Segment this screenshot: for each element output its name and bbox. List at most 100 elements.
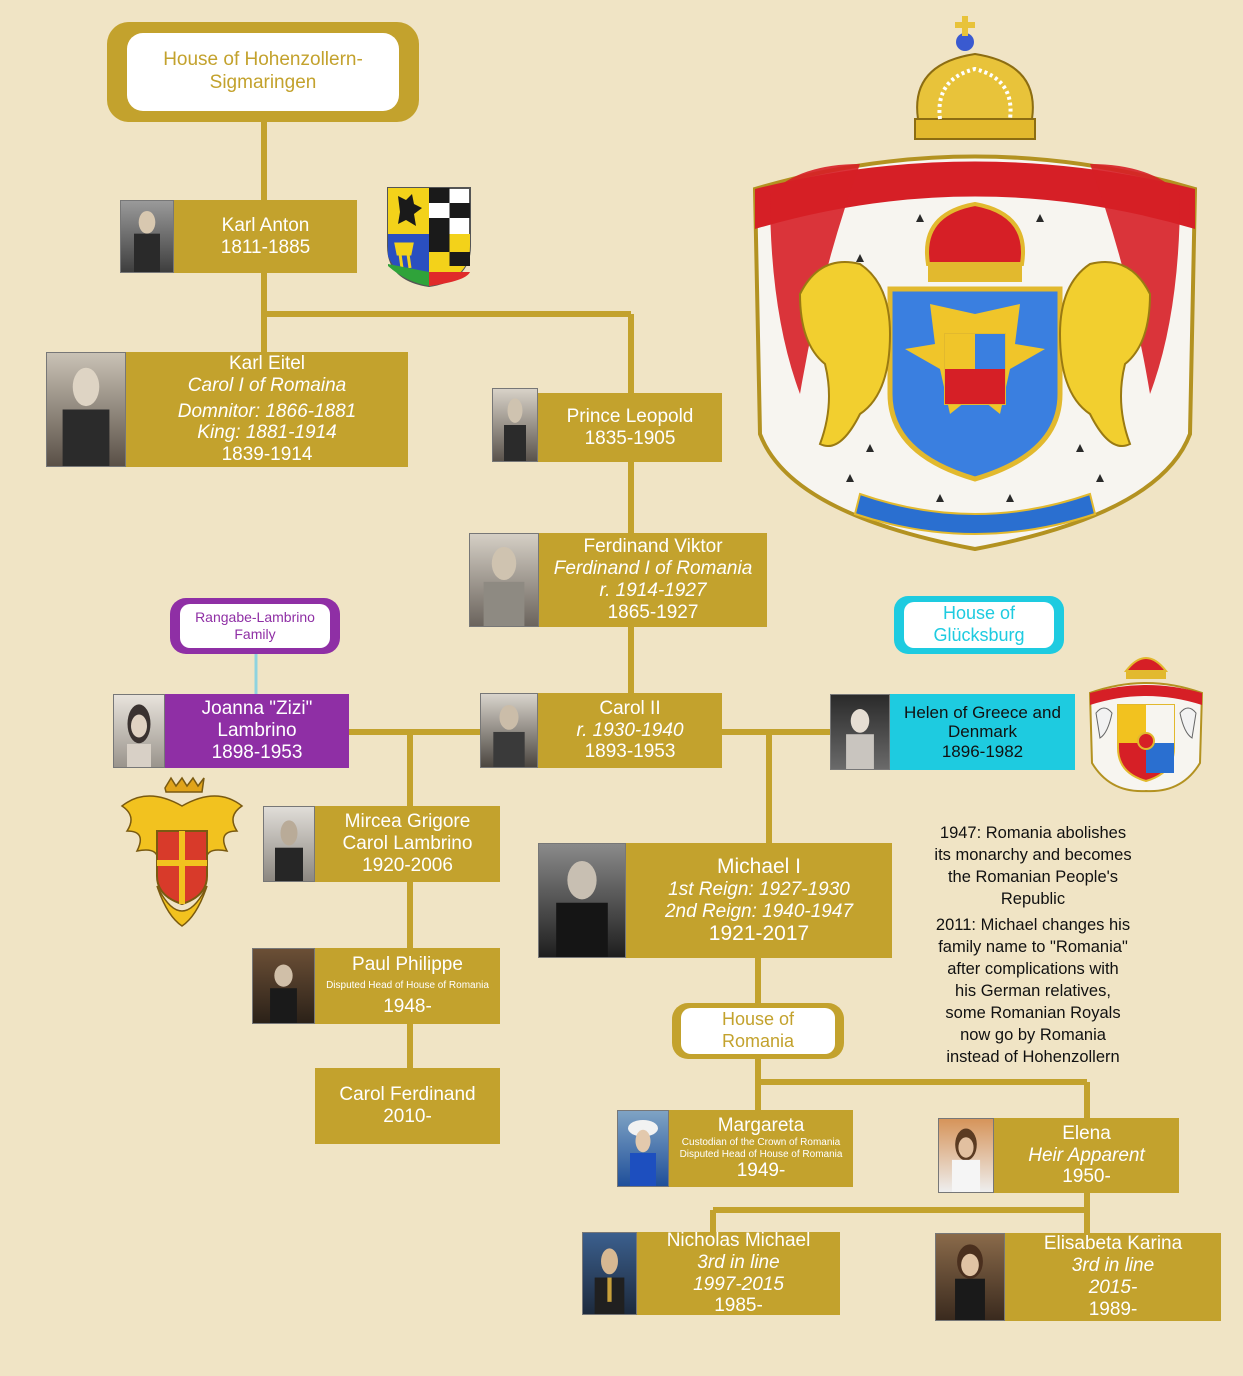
helen-name2: Denmark bbox=[948, 722, 1017, 742]
leopold-card: Prince Leopold 1835-1905 bbox=[538, 393, 722, 462]
leopold-years: 1835-1905 bbox=[584, 427, 676, 449]
ferdinand-years: 1865-1927 bbox=[607, 601, 699, 623]
zizi-portrait bbox=[113, 694, 165, 768]
michael-portrait bbox=[538, 843, 626, 958]
elena-name: Elena bbox=[1062, 1122, 1111, 1144]
note-2011-line: now go by Romania bbox=[960, 1026, 1106, 1044]
zizi-card: Joanna "Zizi" Lambrino 1898-1953 bbox=[165, 694, 349, 768]
note-2011-line: after complications with bbox=[947, 960, 1119, 978]
house-romania-line2: Romania bbox=[721, 1031, 795, 1051]
mircea-card: Mircea Grigore Carol Lambrino 1920-2006 bbox=[315, 806, 500, 882]
elisabeta-card: Elisabeta Karina 3rd in line 2015- 1989- bbox=[1005, 1233, 1221, 1321]
helen-card: Helen of Greece and Denmark 1896-1982 bbox=[890, 694, 1075, 770]
karl-eitel-name: Karl Eitel bbox=[228, 352, 306, 374]
margareta-card: Margareta Custodian of the Crown of Roma… bbox=[669, 1110, 853, 1187]
margareta-note2: Disputed Head of House of Romania bbox=[679, 1148, 843, 1160]
nicholas-title: 3rd in line bbox=[697, 1251, 780, 1273]
karl-eitel-role2: King: 1881-1914 bbox=[197, 422, 337, 444]
zizi-name2: Lambrino bbox=[217, 720, 297, 742]
michael-card: Michael I 1st Reign: 1927-1930 2nd Reign… bbox=[626, 843, 892, 958]
house-romania-line1: House of bbox=[721, 1009, 795, 1030]
ferdinand-title: Ferdinand I of Romania bbox=[553, 558, 753, 580]
margareta-name: Margareta bbox=[717, 1115, 805, 1137]
michael-name: Michael I bbox=[716, 854, 802, 878]
carol2-name: Carol II bbox=[599, 697, 661, 719]
karl-eitel-title: Carol I of Romaina bbox=[187, 374, 347, 396]
mircea-portrait bbox=[263, 806, 315, 882]
note-2011-line: instead of Hohenzollern bbox=[946, 1048, 1120, 1066]
house-lambrino-line1: Rangabe-Lambrino bbox=[195, 609, 315, 626]
hohenzollern-arms-icon bbox=[387, 187, 471, 288]
nicholas-range: 1997-2015 bbox=[693, 1273, 784, 1295]
helen-years: 1896-1982 bbox=[941, 741, 1024, 761]
elisabeta-title: 3rd in line bbox=[1071, 1255, 1155, 1277]
nicholas-portrait bbox=[582, 1232, 637, 1315]
leopold-portrait bbox=[492, 388, 538, 462]
elisabeta-portrait bbox=[935, 1233, 1005, 1321]
note-1947: 1947: Romania abolishes its monarchy and… bbox=[922, 822, 1144, 910]
house-hohenzollern-line2: Sigmaringen bbox=[209, 72, 317, 93]
michael-reign2: 2nd Reign: 1940-1947 bbox=[664, 900, 854, 922]
elena-card: Elena Heir Apparent 1950- bbox=[994, 1118, 1179, 1193]
note-2011-line: his German relatives, bbox=[955, 982, 1111, 1000]
karl-anton-portrait bbox=[120, 200, 174, 273]
karl-eitel-card: Karl Eitel Carol I of Romaina Domnitor: … bbox=[126, 352, 408, 467]
helen-portrait bbox=[830, 694, 890, 770]
house-romania: House of Romania bbox=[672, 1003, 844, 1059]
helen-name1: Helen of Greece and bbox=[904, 702, 1061, 722]
michael-years: 1921-2017 bbox=[708, 922, 810, 946]
house-hohenzollern: House of Hohenzollern- Sigmaringen bbox=[107, 22, 419, 122]
note-2011-line: some Romanian Royals bbox=[945, 1004, 1121, 1022]
carol-ferdinand-card: Carol Ferdinand 2010- bbox=[315, 1068, 500, 1144]
paul-name: Paul Philippe bbox=[352, 954, 463, 976]
karl-eitel-portrait bbox=[46, 352, 126, 467]
carol-ferdinand-name: Carol Ferdinand bbox=[339, 1084, 476, 1106]
mircea-name2: Carol Lambrino bbox=[342, 833, 473, 855]
note-1947-line: Republic bbox=[1000, 890, 1066, 908]
zizi-name1: Joanna "Zizi" bbox=[201, 698, 313, 720]
ferdinand-portrait bbox=[469, 533, 539, 627]
margareta-note1: Custodian of the Crown of Romania bbox=[681, 1137, 841, 1148]
ferdinand-card: Ferdinand Viktor Ferdinand I of Romania … bbox=[539, 533, 767, 627]
elisabeta-years: 1989- bbox=[1088, 1298, 1138, 1320]
karl-eitel-years: 1839-1914 bbox=[221, 444, 313, 466]
nicholas-years: 1985- bbox=[714, 1295, 763, 1317]
house-glucksburg-line2: Glücksburg bbox=[933, 625, 1025, 645]
carol-ferdinand-years: 2010- bbox=[383, 1106, 432, 1127]
paul-portrait bbox=[252, 948, 315, 1024]
leopold-name: Prince Leopold bbox=[566, 405, 694, 427]
house-hohenzollern-line1: House of Hohenzollern- bbox=[163, 49, 363, 71]
michael-reign1: 1st Reign: 1927-1930 bbox=[668, 878, 850, 900]
nicholas-card: Nicholas Michael 3rd in line 1997-2015 1… bbox=[637, 1229, 840, 1317]
house-glucksburg: House of Glücksburg bbox=[894, 596, 1064, 654]
elisabeta-range: 2015- bbox=[1088, 1277, 1138, 1298]
paul-note: Disputed Head of House of Romania bbox=[326, 980, 489, 992]
note-2011-line: 2011: Michael changes his bbox=[935, 916, 1131, 934]
note-1947-line: 1947: Romania abolishes bbox=[939, 824, 1127, 842]
paul-years: 1948- bbox=[383, 995, 432, 1017]
mircea-years: 1920-2006 bbox=[362, 854, 453, 876]
elena-portrait bbox=[938, 1118, 994, 1193]
nicholas-name: Nicholas Michael bbox=[666, 1229, 811, 1251]
lambrino-eagle-arms-icon bbox=[120, 776, 244, 927]
romania-royal-arms-icon bbox=[752, 16, 1198, 552]
karl-anton-years: 1811-1885 bbox=[220, 236, 311, 258]
elisabeta-name: Elisabeta Karina bbox=[1043, 1233, 1183, 1255]
note-1947-line: its monarchy and becomes bbox=[934, 846, 1132, 864]
carol2-portrait bbox=[480, 693, 538, 768]
paul-card: Paul Philippe Disputed Head of House of … bbox=[315, 948, 500, 1024]
ferdinand-reign: r. 1914-1927 bbox=[599, 580, 707, 601]
mircea-name1: Mircea Grigore bbox=[344, 811, 471, 833]
zizi-years: 1898-1953 bbox=[211, 741, 303, 763]
elena-years: 1950- bbox=[1062, 1166, 1111, 1188]
house-lambrino: Rangabe-Lambrino Family bbox=[170, 598, 340, 654]
carol2-reign: r. 1930-1940 bbox=[576, 719, 684, 741]
ferdinand-name: Ferdinand Viktor bbox=[583, 536, 723, 558]
karl-eitel-role1: Domnitor: 1866-1881 bbox=[177, 400, 357, 422]
note-1947-line: the Romanian People's bbox=[947, 868, 1119, 886]
note-2011-line: family name to "Romania" bbox=[938, 938, 1128, 956]
margareta-portrait bbox=[617, 1110, 669, 1187]
glucksburg-arms-icon bbox=[1088, 657, 1204, 793]
house-glucksburg-line1: House of bbox=[942, 603, 1016, 624]
